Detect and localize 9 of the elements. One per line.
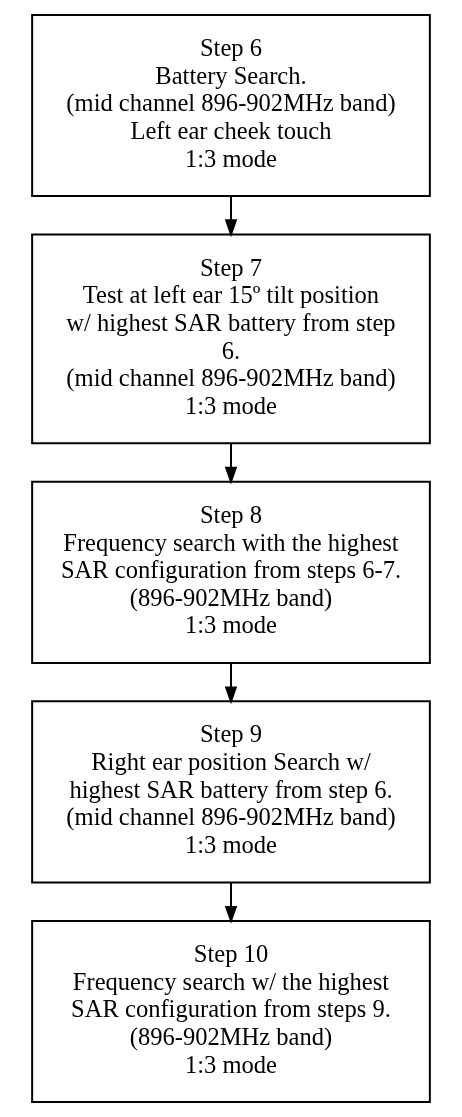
arrow — [224, 195, 238, 238]
node-box: Step 7 Test at left ear 15º tilt position w/ highest SAR battery from step 6. (mid channel 896-902MHz band) 1:3 mode — [31, 233, 431, 445]
node-box: Step 8 Frequency search with the highest SAR configuration from steps 6-7. (896-902MHz band) 1:3 mode — [31, 480, 431, 664]
arrow — [224, 662, 238, 705]
node-box: Step 9 Right ear position Search w/ highest SAR battery from step 6. (mid channel 896-902MHz band) 1:3 mode — [31, 700, 431, 884]
arrow — [224, 442, 238, 485]
arrow — [224, 881, 238, 924]
node-box: Step 10 Frequency search w/ the highest SAR configuration from steps 9. (896-902MHz band) 1:3 mode — [31, 919, 431, 1104]
node-box: Step 6 Battery Search. (mid channel 896-902MHz band) Left ear cheek touch 1:3 mode — [31, 13, 431, 198]
